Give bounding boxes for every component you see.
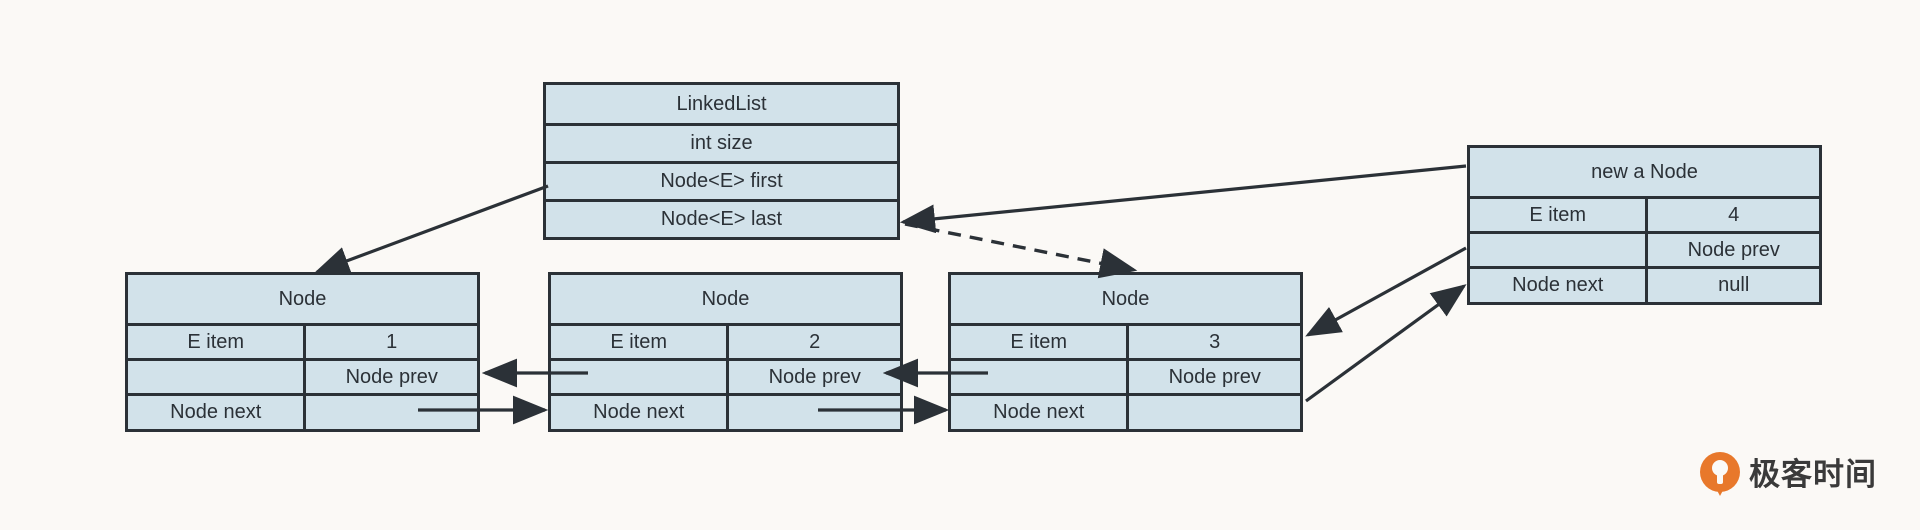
arrow-newnode-to-last: [899, 164, 1467, 234]
node2-item-label: E item: [551, 326, 730, 358]
node3-header-row: Node: [951, 275, 1300, 326]
node2-next-row: Node next: [551, 396, 900, 429]
node3-prev-label: Node prev: [1129, 361, 1300, 393]
node2-title: Node: [551, 275, 900, 323]
node3-next-label: Node next: [951, 396, 1130, 429]
linkedlist-title: LinkedList: [546, 85, 897, 124]
geektime-logo-icon: [1700, 452, 1740, 496]
node1-item-label: E item: [128, 326, 307, 358]
node2-item-row: E item 2: [551, 326, 900, 361]
node1-item-value: 1: [306, 326, 477, 358]
newnode-title: new a Node: [1470, 148, 1819, 196]
node1-prev-row: Node prev: [128, 361, 477, 396]
node2-prev-row: Node prev: [551, 361, 900, 396]
newnode-prev-label: Node prev: [1648, 234, 1819, 266]
node2-prev-blank: [551, 361, 730, 393]
node2-prev-label: Node prev: [729, 361, 900, 393]
linkedlist-field-last: Node<E> last: [546, 201, 897, 237]
node1-next-label: Node next: [128, 396, 307, 429]
watermark: 极客时间: [1700, 452, 1877, 496]
linkedlist-box[interactable]: LinkedList int size Node<E> first Node<E…: [543, 82, 900, 240]
node1-next-row: Node next: [128, 396, 477, 429]
watermark-text: 极客时间: [1749, 456, 1877, 492]
node3-item-row: E item 3: [951, 326, 1300, 361]
node1-header-row: Node: [128, 275, 477, 326]
newnode-next-label: Node next: [1470, 269, 1649, 302]
node1-prev-blank: [128, 361, 307, 393]
node2-header-row: Node: [551, 275, 900, 326]
node-box-3[interactable]: Node E item 3 Node prev Node next: [948, 272, 1303, 432]
node-box-2[interactable]: Node E item 2 Node prev Node next: [548, 272, 903, 432]
node2-next-value: [729, 396, 900, 429]
logo-inner-stem: [1717, 465, 1723, 484]
node2-item-value: 2: [729, 326, 900, 358]
newnode-next-row: Node next null: [1470, 269, 1819, 302]
linkedlist-first-row: Node<E> first: [546, 163, 897, 202]
linkedlist-field-size: int size: [546, 126, 897, 161]
arrow-first-to-node1: [314, 184, 549, 275]
linkedlist-size-row: int size: [546, 126, 897, 164]
node1-next-value: [306, 396, 477, 429]
node3-item-value: 3: [1129, 326, 1300, 358]
arrow-node3-next-to-newnode: [1305, 284, 1467, 403]
node3-next-row: Node next: [951, 396, 1300, 429]
arrow-last-to-node3-dashed: [904, 222, 1138, 279]
newnode-item-label: E item: [1470, 199, 1649, 231]
node2-next-label: Node next: [551, 396, 730, 429]
node3-title: Node: [951, 275, 1300, 323]
linkedlist-header-row: LinkedList: [546, 85, 897, 127]
node3-next-value: [1129, 396, 1300, 429]
newnode-prev-row: Node prev: [1470, 234, 1819, 269]
node1-title: Node: [128, 275, 477, 323]
node1-prev-label: Node prev: [306, 361, 477, 393]
node1-item-row: E item 1: [128, 326, 477, 361]
newnode-next-value: null: [1648, 269, 1819, 302]
newnode-item-row: E item 4: [1470, 199, 1819, 234]
node3-item-label: E item: [951, 326, 1130, 358]
linkedlist-field-first: Node<E> first: [546, 163, 897, 199]
new-node-box[interactable]: new a Node E item 4 Node prev Node next …: [1467, 145, 1822, 305]
newnode-header-row: new a Node: [1470, 148, 1819, 199]
linkedlist-last-row: Node<E> last: [546, 201, 897, 237]
newnode-prev-blank: [1470, 234, 1649, 266]
node3-prev-row: Node prev: [951, 361, 1300, 396]
node-box-1[interactable]: Node E item 1 Node prev Node next: [125, 272, 480, 432]
newnode-item-value: 4: [1648, 199, 1819, 231]
node3-prev-blank: [951, 361, 1130, 393]
arrow-newnode-prev-to-node3: [1305, 246, 1467, 337]
